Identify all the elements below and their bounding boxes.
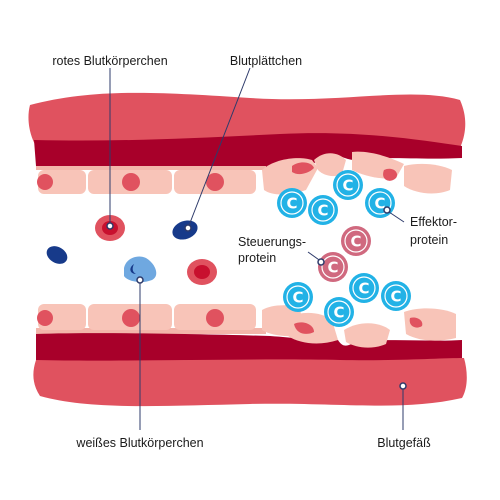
leader-lines	[109, 67, 405, 430]
leader-dot	[136, 276, 144, 284]
complement-protein-icon: C	[333, 170, 363, 200]
label-vessel: Blutgefäß	[377, 436, 431, 450]
complement-protein-icon: C	[381, 281, 411, 311]
vessel-wall-bottom-outer	[33, 358, 467, 407]
protein-letter: C	[333, 304, 344, 322]
vessel-wall-bottom	[33, 328, 467, 407]
label-platelet: Blutplättchen	[230, 54, 302, 68]
endothelial-cell-damaged	[404, 308, 456, 341]
leader-dot	[399, 382, 407, 390]
leader-dots	[106, 206, 407, 390]
endothelial-row-top	[37, 151, 452, 195]
cell-nucleus	[206, 309, 224, 327]
complement-protein-icon: C	[324, 297, 354, 327]
vessel-wall-bottom-lining	[36, 328, 266, 334]
label-regulator-line2: protein	[238, 251, 276, 265]
protein-letter: C	[374, 195, 385, 213]
protein-letter: C	[317, 202, 328, 220]
complement-protein-icon: C	[341, 226, 371, 256]
vessel-wall-top	[28, 92, 466, 170]
label-regulator-line1: Steuerungs-	[238, 235, 306, 249]
leader-dot	[106, 222, 114, 230]
white-blood-cell-icon	[124, 256, 157, 283]
protein-letter: C	[358, 280, 369, 298]
protein-letter: C	[292, 289, 303, 307]
effector-proteins: C C C C C C C C	[277, 170, 411, 327]
vessel-wall-bottom-inner	[36, 333, 462, 362]
label-effector-line2: protein	[410, 233, 448, 247]
cell-nucleus	[383, 168, 398, 181]
complement-protein-icon: C	[318, 252, 348, 282]
leader-platelet	[187, 67, 251, 229]
label-white-blood-cell: weißes Blutkörperchen	[75, 436, 203, 450]
cell-nucleus	[294, 322, 314, 334]
leader-dot	[317, 258, 325, 266]
protein-letter: C	[350, 233, 361, 251]
leader-dot	[184, 224, 192, 232]
protein-letter: C	[342, 177, 353, 195]
protein-letter: C	[390, 288, 401, 306]
label-effector-line1: Effektor-	[410, 215, 457, 229]
endothelial-cell-damaged	[344, 323, 390, 348]
endothelial-row-bottom	[37, 304, 456, 348]
complement-protein-icon: C	[349, 273, 379, 303]
platelet-icon	[46, 246, 68, 264]
protein-letter: C	[327, 259, 338, 277]
endothelial-cell-damaged	[314, 153, 346, 177]
vessel-wall-top-lining	[36, 166, 266, 170]
cell-nucleus	[409, 317, 423, 328]
cell-nucleus	[122, 173, 140, 191]
endothelial-cell-damaged	[404, 163, 452, 194]
cell-nucleus	[122, 309, 140, 327]
endothelial-cell-damaged	[288, 312, 338, 344]
protein-letter: C	[286, 195, 297, 213]
complement-protein-icon: C	[277, 188, 307, 218]
cell-nucleus	[37, 310, 53, 326]
complement-protein-icon: C	[283, 282, 313, 312]
regulator-proteins: C C	[318, 226, 371, 282]
leader-dot	[383, 206, 391, 214]
cell-nucleus	[292, 162, 314, 175]
label-red-blood-cell: rotes Blutkörperchen	[52, 54, 167, 68]
cell-nucleus	[37, 174, 53, 190]
complement-protein-icon: C	[308, 195, 338, 225]
cell-nucleus	[206, 173, 224, 191]
red-blood-cell-icon	[187, 259, 217, 285]
